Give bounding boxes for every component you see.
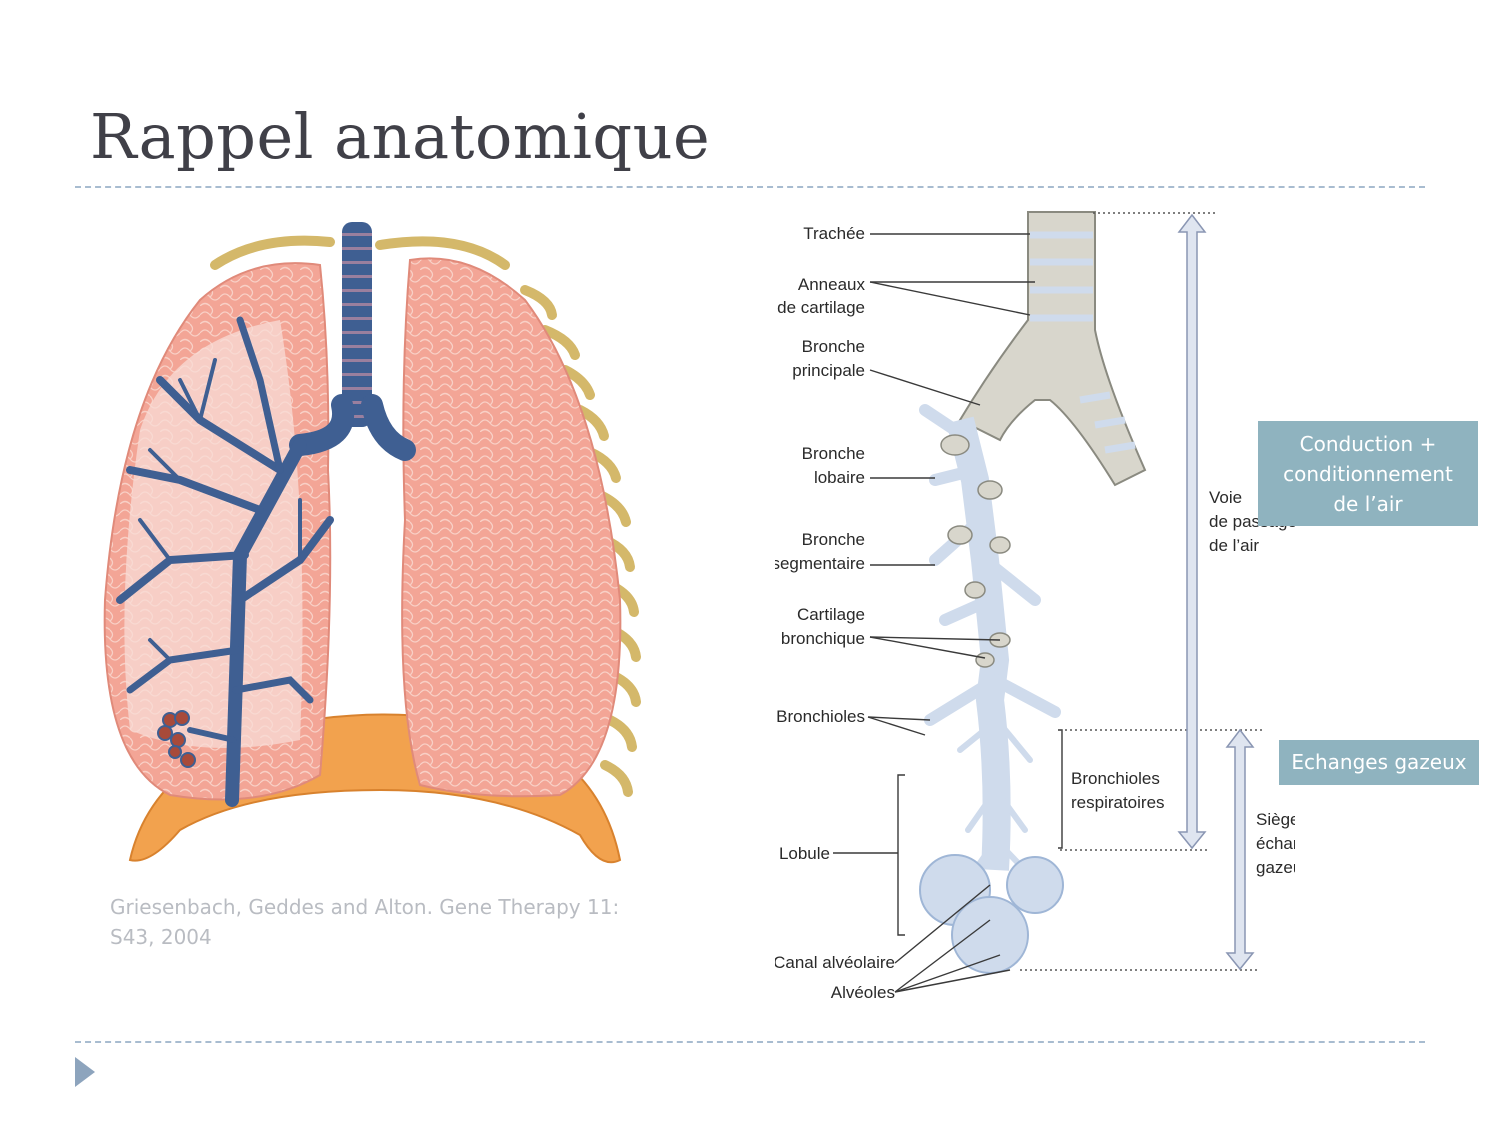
label-anneaux-2: de cartilage: [777, 298, 865, 317]
extent-arrows: [1177, 213, 1255, 971]
label-canal-alveolaire: Canal alvéolaire: [775, 953, 895, 972]
footer-divider: [75, 1041, 1425, 1043]
label-voie-3: de l’air: [1209, 536, 1259, 555]
label-bronchioles: Bronchioles: [776, 707, 865, 726]
trachea: [342, 222, 372, 427]
label-bronchioles-resp-1: Bronchioles: [1071, 769, 1160, 788]
airway-structure: [919, 211, 1147, 974]
play-arrow-icon: [75, 1057, 95, 1087]
title-divider: [75, 186, 1425, 188]
callout-conduction-line-3: de l’air: [1333, 492, 1403, 516]
airway-diagram: Trachée Anneaux de cartilage Bronche pri…: [775, 211, 1295, 1002]
alveolar-clusters: [919, 854, 1064, 974]
bronchial-tree: [116, 316, 334, 807]
label-siege-1: Siège des: [1256, 810, 1295, 829]
diagram-labels: Trachée Anneaux de cartilage Bronche pri…: [775, 224, 1295, 1002]
label-bronche-segmentaire-1: Bronche: [802, 530, 865, 549]
label-bronche-lobaire-2: lobaire: [814, 468, 865, 487]
label-bronche-lobaire-1: Bronche: [802, 444, 865, 463]
image-citation: Griesenbach, Geddes and Alton. Gene Ther…: [110, 895, 620, 949]
callout-conduction-line-2: conditionnement: [1283, 462, 1453, 486]
slide-title: Rappel anatomique: [90, 100, 711, 173]
label-anneaux-1: Anneaux: [798, 275, 866, 294]
label-cartilage-bronchique-1: Cartilage: [797, 605, 865, 624]
lung-right: [401, 257, 622, 798]
label-siege-2: échanges: [1256, 834, 1295, 853]
leader-lines: [833, 233, 1063, 993]
label-siege-3: gazeux: [1256, 858, 1295, 877]
callout-conduction-line-1: Conduction +: [1299, 432, 1437, 456]
label-lobule: Lobule: [779, 844, 830, 863]
label-bronche-segmentaire-2: segmentaire: [775, 554, 865, 573]
label-voie-1: Voie: [1209, 488, 1242, 507]
callout-conduction: Conduction + conditionnement de l’air: [1258, 421, 1478, 526]
label-alveoles: Alvéoles: [831, 983, 895, 1002]
label-bronche-principale-1: Bronche: [802, 337, 865, 356]
callout-exchange: Echanges gazeux: [1279, 740, 1479, 785]
label-bronchioles-resp-2: respiratoires: [1071, 793, 1165, 812]
alveoli-cluster: [157, 710, 196, 768]
lungs-illustration: [103, 222, 641, 864]
label-cartilage-bronchique-2: bronchique: [781, 629, 865, 648]
label-trachee: Trachée: [803, 224, 865, 243]
label-bronche-principale-2: principale: [792, 361, 865, 380]
